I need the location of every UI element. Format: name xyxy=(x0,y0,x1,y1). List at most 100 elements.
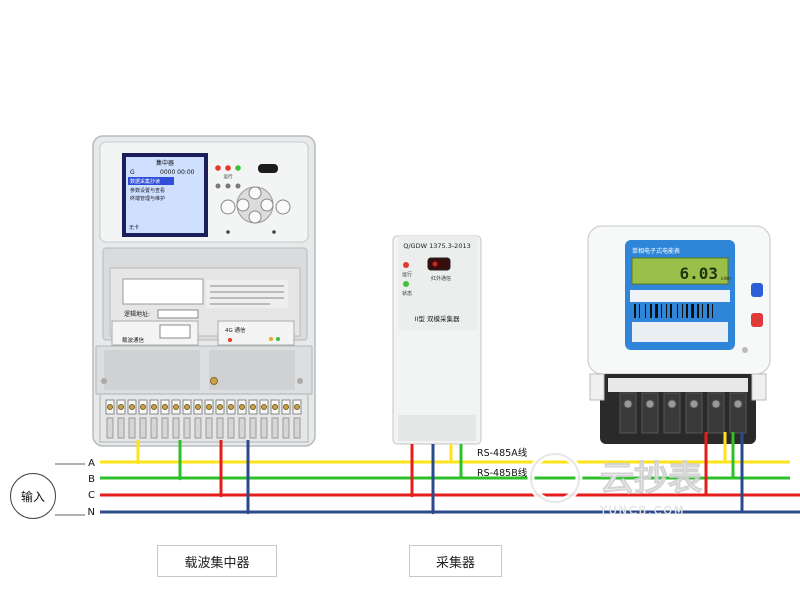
terminal-slot xyxy=(216,417,224,439)
phase-label-n: N xyxy=(88,507,95,518)
meter-terminal-screw xyxy=(689,399,699,409)
menu-item-3: 终端管理与维护 xyxy=(130,195,165,202)
meter-terminal xyxy=(685,392,703,434)
terminal-screw xyxy=(272,404,278,410)
meter-terminal xyxy=(729,392,747,434)
terminal-screw xyxy=(129,404,135,410)
terminal-screw xyxy=(217,404,223,410)
terminal-screw xyxy=(250,404,256,410)
svg-text:状态: 状态 xyxy=(402,290,412,297)
svg-text:kWh: kWh xyxy=(721,276,731,282)
concentrator-caption: 载波集中器 xyxy=(157,545,277,577)
watermark-domain: YUNCB.COM xyxy=(599,504,686,517)
watermark: 云抄表 YUNCB.COM xyxy=(527,450,703,517)
meter-button-red[interactable] xyxy=(751,313,763,327)
drop-collector-c-node xyxy=(409,492,415,498)
svg-text:红外通信: 红外通信 xyxy=(431,275,451,282)
meter-terminal-screw xyxy=(645,399,655,409)
carrier-comm-label: 载波通信 xyxy=(122,336,145,344)
terminal-slot xyxy=(205,417,213,439)
menu-item-1: 数据采集抄读 xyxy=(130,178,160,185)
terminal-screw xyxy=(283,404,289,410)
phase-label-a: A xyxy=(88,458,95,469)
concentrator-lcd xyxy=(126,157,204,233)
collector: Q/GDW 1375.3-2013 运行 状态 红外通信 II型 双模采集器 xyxy=(392,235,482,445)
phase-label-c: C xyxy=(88,490,95,501)
keypad[interactable] xyxy=(220,186,291,224)
terminal-screw xyxy=(151,404,157,410)
terminal-slot xyxy=(194,417,202,439)
terminal-slot xyxy=(106,417,114,439)
terminal-slot xyxy=(249,417,257,439)
terminal-slot xyxy=(150,417,158,439)
terminal-screw xyxy=(228,404,234,410)
drop-concentrator-c-node xyxy=(218,492,224,498)
meter-terminal xyxy=(663,392,681,434)
collector-caption: 采集器 xyxy=(409,545,502,577)
meter-terminal-screw xyxy=(733,399,743,409)
meter-terminal-screw xyxy=(667,399,677,409)
wiring xyxy=(100,432,800,515)
terminal-slot xyxy=(293,417,301,439)
meter-terminal xyxy=(707,392,725,434)
carrier-concentrator: 集中器 G 0000 00:00 数据采集抄读 参数设置与查看 终端管理与维护 … xyxy=(92,135,316,447)
collector-run-led xyxy=(403,262,409,268)
rs485a-wire xyxy=(449,444,540,464)
barcode-bar xyxy=(670,304,672,318)
collector-ir-window xyxy=(427,257,451,271)
terminal-screw xyxy=(184,404,190,410)
phase-label-b: B xyxy=(88,474,95,485)
terminal-slot xyxy=(172,417,180,439)
terminal-slot xyxy=(117,417,125,439)
barcode-bar xyxy=(661,304,662,318)
terminal-screw xyxy=(206,404,212,410)
watermark-text: 云抄表 xyxy=(600,459,702,499)
collector-standard: Q/GDW 1375.3-2013 xyxy=(403,242,470,250)
terminal-slot xyxy=(161,417,169,439)
svg-text:运行: 运行 xyxy=(224,173,233,180)
module-label: 4G 通信 xyxy=(225,326,246,334)
barcode-bar xyxy=(712,304,713,318)
terminal-screw xyxy=(140,404,146,410)
barcode-bar xyxy=(691,304,694,318)
barcode-bar xyxy=(634,304,636,318)
logical-address-label: 逻辑地址: xyxy=(124,310,150,318)
meter-title: 单相电子式电能表 xyxy=(632,247,680,255)
barcode-bar xyxy=(682,304,683,318)
drop-collector-n-node xyxy=(430,509,436,515)
meter-terminal-screw xyxy=(711,399,721,409)
rs485a-label: RS-485A线 xyxy=(477,447,528,459)
barcode-bar xyxy=(650,304,652,318)
drop-concentrator-n-node xyxy=(245,509,251,515)
seal-screw xyxy=(210,377,218,385)
meter-terminal-screw xyxy=(623,399,633,409)
barcode-bar xyxy=(702,304,703,318)
nameplate xyxy=(122,278,204,305)
terminal-screw xyxy=(239,404,245,410)
led-green xyxy=(235,165,241,171)
terminal-slot xyxy=(183,417,191,439)
svg-text:运行: 运行 xyxy=(402,271,412,278)
barcode-bar xyxy=(686,304,688,318)
led-red-2 xyxy=(225,165,231,171)
terminal-slot xyxy=(271,417,279,439)
terminal-screw xyxy=(294,404,300,410)
meter-terminal xyxy=(641,392,659,434)
led-red-1 xyxy=(215,165,221,171)
terminal-slot xyxy=(227,417,235,439)
meter-reading: 6.03 xyxy=(679,264,718,283)
terminal-screw xyxy=(162,404,168,410)
lcd-clock: 0000 00:00 xyxy=(160,169,195,176)
input-bracket xyxy=(55,463,85,516)
concentrator-title: 集中器 xyxy=(156,159,174,167)
meter-button-blue[interactable] xyxy=(751,283,763,297)
meter-lcd xyxy=(631,257,729,285)
rs485b-wire xyxy=(459,444,540,480)
terminal-screw xyxy=(107,404,113,410)
barcode-bar xyxy=(707,304,709,318)
barcode-bar xyxy=(677,304,678,318)
terminal-screw xyxy=(195,404,201,410)
collector-status-led xyxy=(403,281,409,287)
terminal-screw xyxy=(261,404,267,410)
